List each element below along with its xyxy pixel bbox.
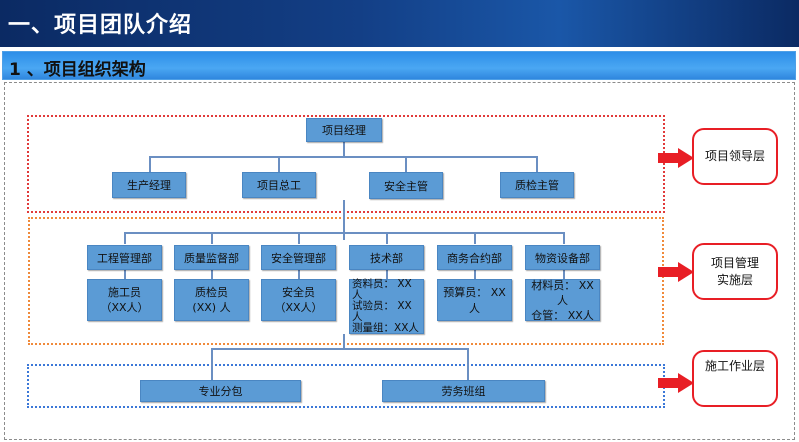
connector-line xyxy=(211,348,469,350)
connector-line xyxy=(211,232,213,244)
section-bar: 1 、项目组织架构 xyxy=(2,51,796,80)
connector-line xyxy=(211,270,213,279)
callout-management-layer: 项目管理 实施层 xyxy=(692,243,778,300)
connector-line xyxy=(467,348,469,380)
connector-line xyxy=(124,270,126,279)
node-chief-engineer: 项目总工 xyxy=(242,172,316,198)
node-commercial-staff: 预算员： XX人 xyxy=(437,279,512,321)
node-materials-staff: 材料员： XX人 仓管： XX人 xyxy=(525,279,600,322)
node-technical-staff: 资料员： XX 人 试验员： XX 人 测量组：XX人 xyxy=(349,279,424,334)
connector-line xyxy=(211,348,213,380)
section-title: 1 、项目组织架构 xyxy=(9,60,146,80)
connector-line xyxy=(149,156,151,172)
node-labor-team: 劳务班组 xyxy=(382,380,545,402)
connector-line xyxy=(298,232,300,244)
connector-line xyxy=(124,232,126,244)
callout-leadership-layer: 项目领导层 xyxy=(692,128,778,185)
right-arrow-icon xyxy=(658,262,694,282)
leadership-group xyxy=(27,115,665,213)
connector-line xyxy=(563,232,565,244)
node-engineering-dept: 工程管理部 xyxy=(87,245,162,270)
node-commercial-dept: 商务合约部 xyxy=(437,245,512,270)
node-construction-staff: 施工员 （XX人） xyxy=(87,279,162,321)
right-arrow-icon xyxy=(658,373,694,393)
connector-line xyxy=(474,270,476,279)
connector-line xyxy=(563,270,565,279)
node-materials-dept: 物资设备部 xyxy=(525,245,600,270)
node-technical-dept: 技术部 xyxy=(349,245,424,270)
connector-line xyxy=(343,200,345,240)
node-quality-director: 质检主管 xyxy=(500,172,574,198)
connector-line xyxy=(405,156,407,172)
node-project-manager: 项目经理 xyxy=(306,118,382,142)
connector-line xyxy=(149,156,537,158)
connector-line xyxy=(343,141,345,157)
connector-line xyxy=(386,232,388,244)
node-subcontract: 专业分包 xyxy=(140,380,301,402)
callout-work-layer: 施工作业层 xyxy=(692,350,778,407)
title-banner: 一、项目团队介绍 xyxy=(0,0,799,47)
connector-line xyxy=(386,270,388,279)
diagram-frame xyxy=(4,82,795,440)
management-group xyxy=(28,217,664,345)
node-quality-dept: 质量监督部 xyxy=(174,245,249,270)
connector-line xyxy=(278,156,280,172)
connector-line xyxy=(536,156,538,172)
node-safety-staff: 安全员 （XX人） xyxy=(261,279,336,321)
connector-line xyxy=(298,270,300,279)
node-production-manager: 生产经理 xyxy=(112,172,186,198)
right-arrow-icon xyxy=(658,148,694,168)
node-safety-director: 安全主管 xyxy=(369,172,443,199)
work-group xyxy=(27,364,665,408)
connector-line xyxy=(124,232,564,234)
connector-line xyxy=(474,232,476,244)
connector-line xyxy=(343,334,345,350)
node-quality-staff: 质检员 (XX) 人 xyxy=(174,279,249,321)
page-title: 一、项目团队介绍 xyxy=(8,13,193,38)
node-safety-dept: 安全管理部 xyxy=(261,245,336,270)
